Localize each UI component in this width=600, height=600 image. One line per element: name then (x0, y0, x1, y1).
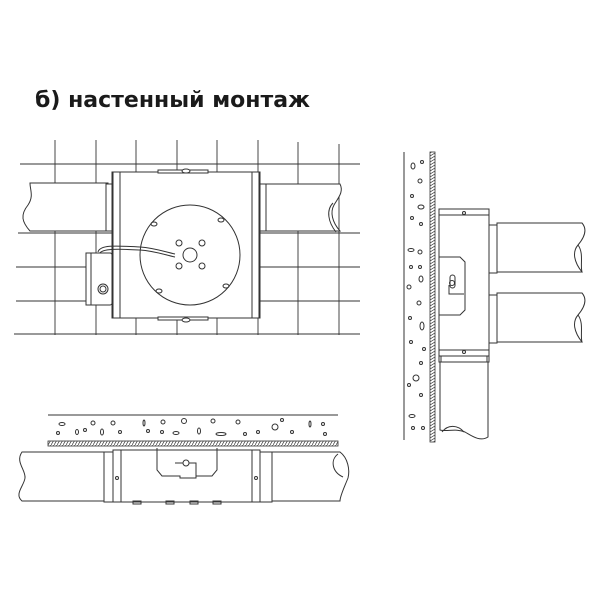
side-view-wall (403, 151, 586, 443)
diagram-title: б) настенный монтаж (35, 88, 310, 113)
front-view-on-grid (14, 140, 360, 335)
top-view-ceiling (18, 414, 350, 505)
